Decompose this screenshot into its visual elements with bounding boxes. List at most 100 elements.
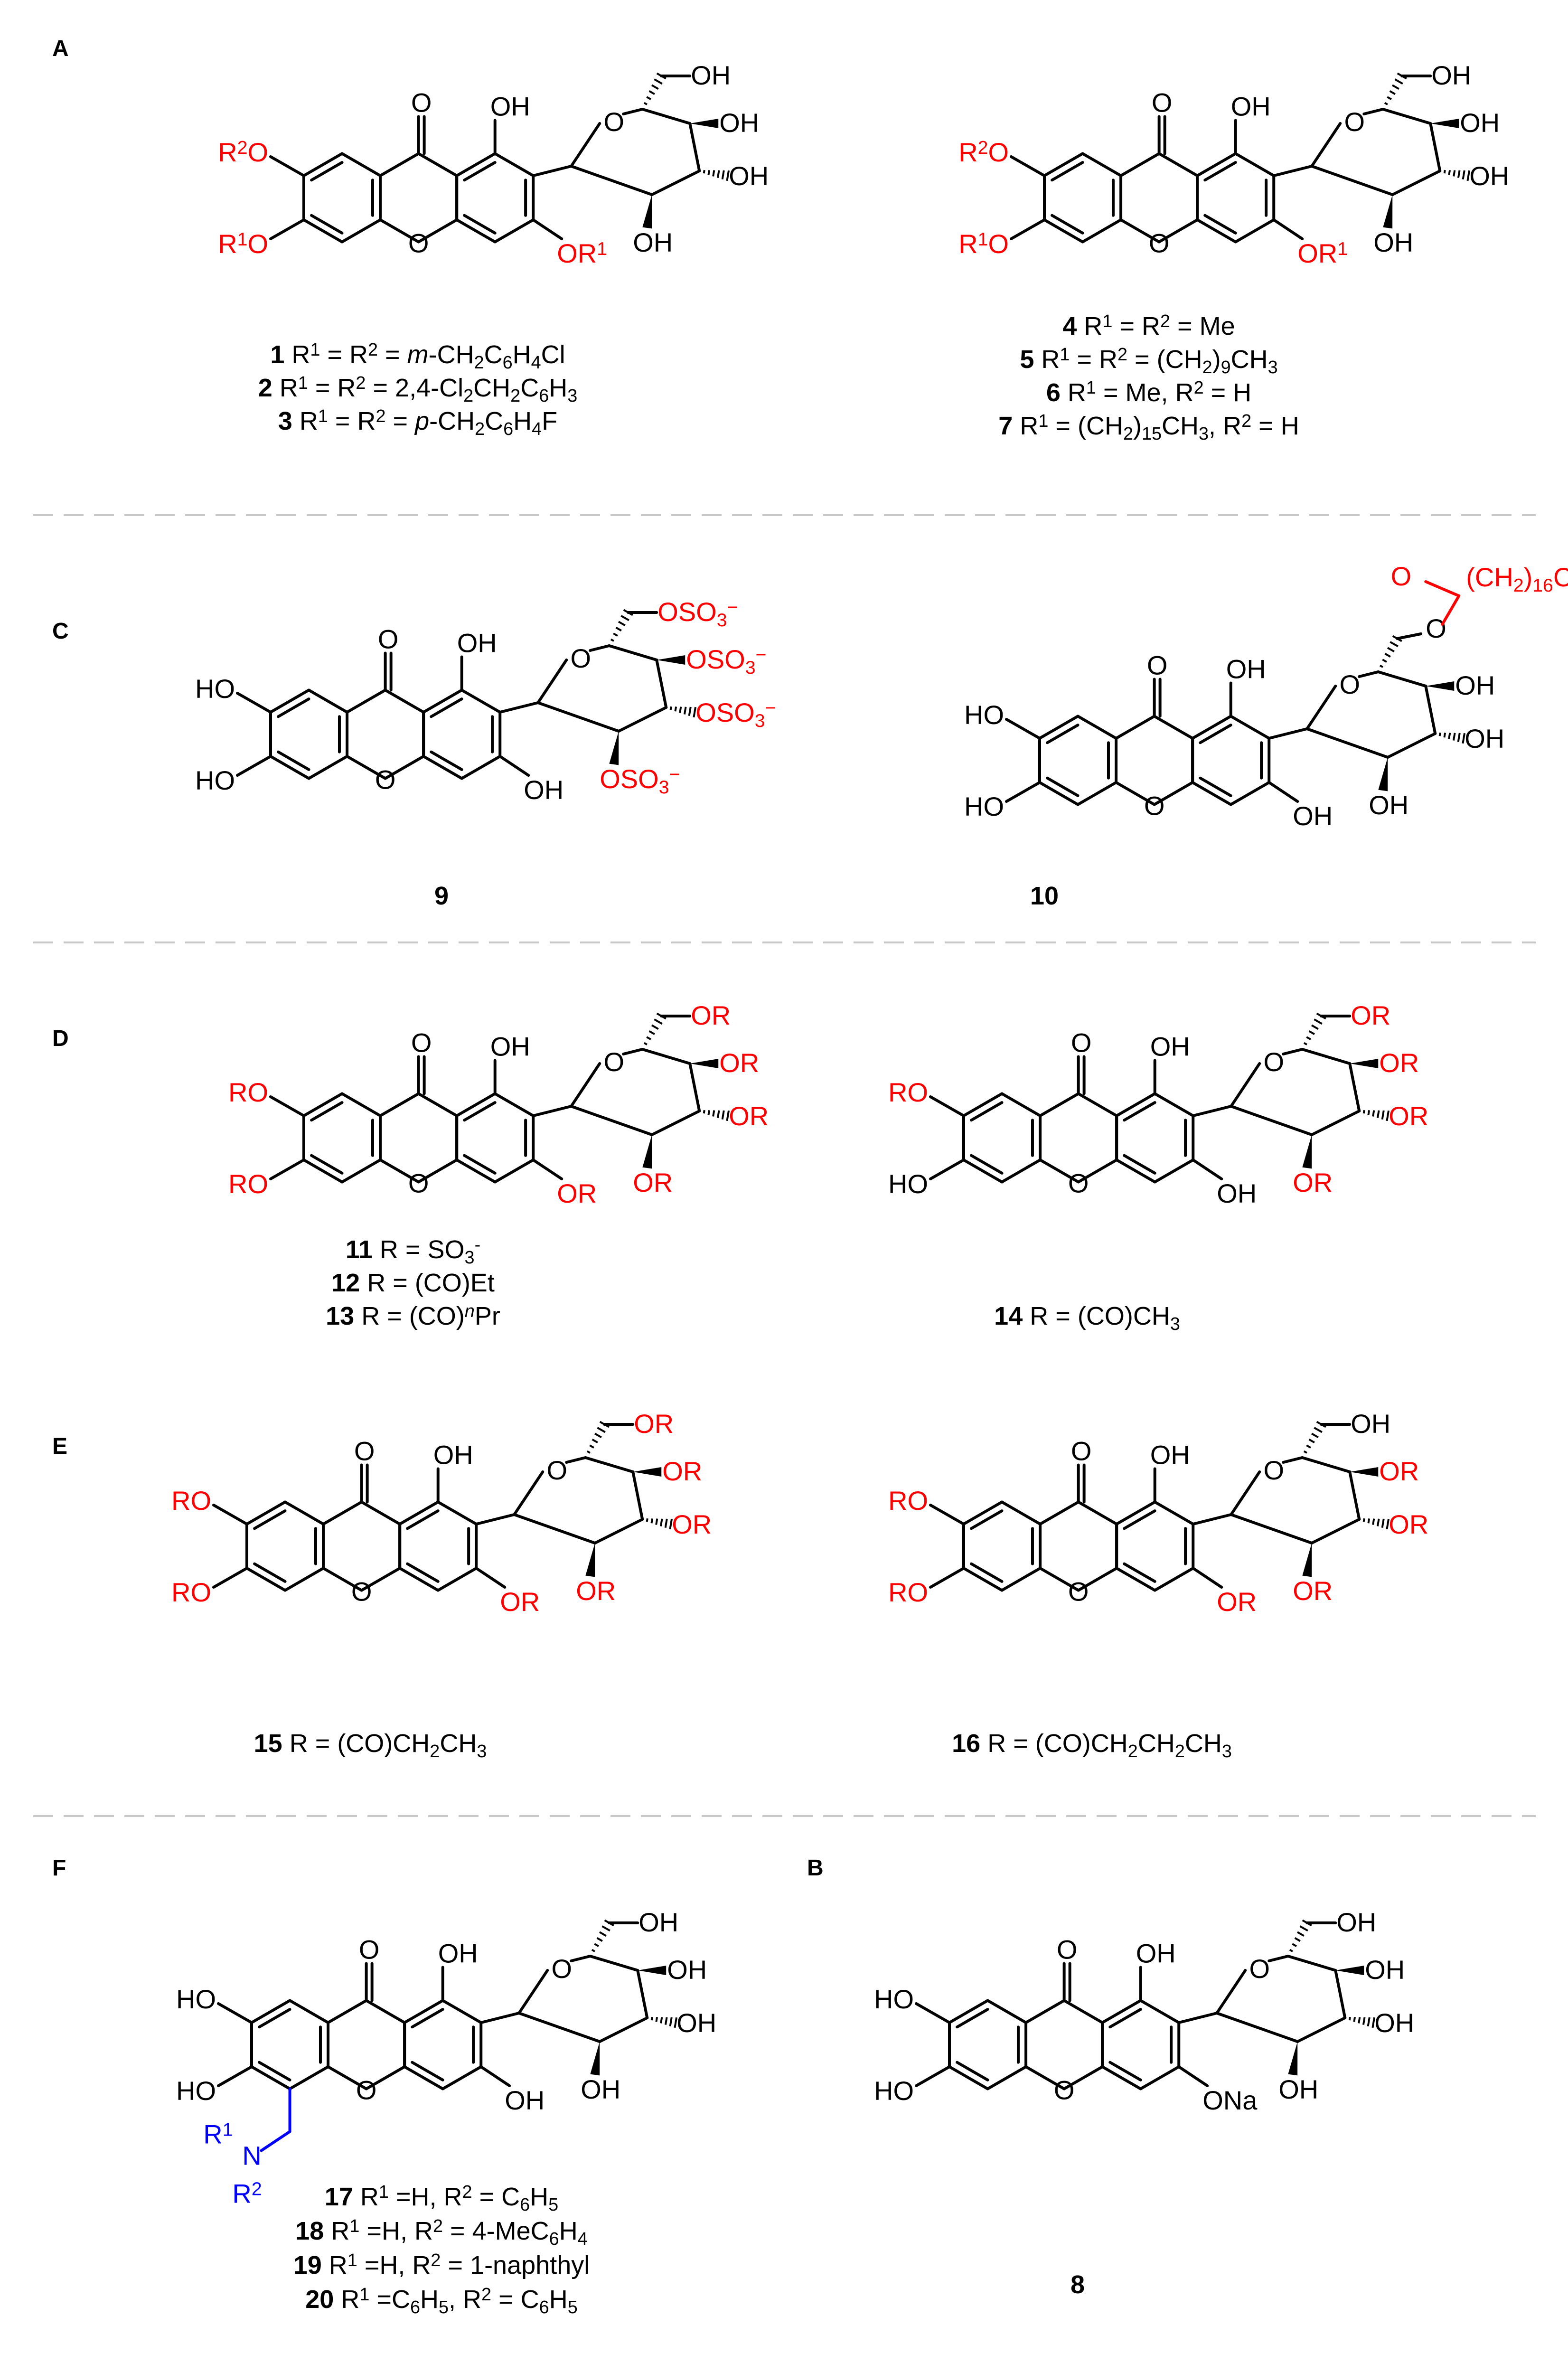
caption-part: = xyxy=(498,2285,514,2314)
formula-part: O xyxy=(408,228,429,258)
bond xyxy=(436,1500,478,1525)
formula-part: O xyxy=(247,229,268,259)
bond xyxy=(1039,1092,1080,1117)
hash-bond-segment xyxy=(650,1518,654,1524)
caption-part xyxy=(408,407,415,435)
bond xyxy=(1043,152,1084,177)
formula-part: O xyxy=(672,1509,693,1539)
bond xyxy=(1000,1567,1042,1592)
sugar-c4-label: OR xyxy=(662,1456,702,1486)
bond xyxy=(417,218,459,244)
ring-oxygen: O xyxy=(1068,1168,1089,1198)
aromatic-inner-bond xyxy=(463,214,497,235)
caption-part: C xyxy=(1086,412,1105,440)
caption-part: p xyxy=(414,407,429,435)
substituent-c3: OR xyxy=(557,1178,597,1208)
formula-part: H xyxy=(1490,161,1509,191)
substituent-c6: HO xyxy=(874,2076,914,2106)
formula-part: R xyxy=(654,1168,673,1197)
wedge-bond xyxy=(1335,1966,1364,1975)
caption-part: 3 xyxy=(1268,358,1278,377)
formula-part: H xyxy=(176,2076,195,2106)
caption-part: M xyxy=(495,2217,516,2245)
bond xyxy=(340,218,382,244)
bond xyxy=(513,1470,545,1516)
bond xyxy=(498,701,540,714)
caption-part: R xyxy=(361,1302,380,1330)
formula-part: H xyxy=(740,108,759,138)
caption-part: 2 xyxy=(1241,411,1251,431)
hash-bond-segment xyxy=(669,2017,673,2027)
caption-part: , xyxy=(1161,378,1168,407)
hash-bond-segment xyxy=(1299,1925,1308,1932)
caption-part xyxy=(1274,412,1281,440)
bond xyxy=(455,1092,497,1117)
hash-bond-segment xyxy=(674,706,677,712)
wedge-bond xyxy=(638,1966,667,1975)
caption-part xyxy=(1127,345,1135,374)
formula-part: R xyxy=(203,2119,222,2149)
bond xyxy=(1268,727,1309,740)
bond xyxy=(340,1092,382,1117)
wedge-bond xyxy=(585,1543,595,1577)
aromatic-inner-bond xyxy=(463,1101,497,1122)
formula-part: O xyxy=(1426,613,1446,643)
formula-part: O xyxy=(247,1169,268,1199)
formula-part: H xyxy=(750,161,769,191)
hash-bond-segment xyxy=(669,1518,673,1530)
hash-bond-segment xyxy=(1394,78,1403,85)
wedge-bond xyxy=(642,195,652,229)
bond xyxy=(636,1969,649,2019)
formula-part: R xyxy=(958,229,977,259)
formula-part: O xyxy=(633,227,654,257)
bond xyxy=(986,2065,1028,2090)
hash-bond-segment xyxy=(597,1427,606,1433)
bond xyxy=(570,165,654,196)
caption-part: 3 xyxy=(465,1248,475,1268)
sugar-c3-label: OH xyxy=(676,2008,716,2038)
bond xyxy=(269,1158,305,1180)
caption-part xyxy=(1226,378,1233,407)
bond xyxy=(1101,1999,1142,2024)
bond xyxy=(1062,1999,1104,2024)
caption-part: ( xyxy=(1078,1302,1086,1330)
sugar-c4-label: OSO3− xyxy=(686,644,766,678)
compound-space xyxy=(324,2217,331,2245)
formula-part: 1 xyxy=(223,2119,233,2140)
ring-oxygen: O xyxy=(351,1577,372,1607)
formula-part: O xyxy=(988,137,1009,167)
caption-part: ) xyxy=(1133,412,1142,440)
carbonyl-oxygen: O xyxy=(411,88,432,118)
formula-part: H xyxy=(659,1907,678,1937)
formula-part: R xyxy=(1400,1456,1419,1486)
formula-part: O xyxy=(893,2076,914,2106)
formula-part: H xyxy=(1452,60,1471,90)
formula-part: O xyxy=(1389,1101,1409,1131)
formula-part: O xyxy=(988,229,1009,259)
caption-part xyxy=(456,2285,463,2314)
bond xyxy=(1310,122,1342,168)
caption-part xyxy=(1092,345,1099,374)
caption-part: H xyxy=(456,340,474,369)
amine-bond xyxy=(260,2130,291,2152)
bond xyxy=(269,688,310,714)
formula-part: O xyxy=(1217,1587,1238,1617)
caption-part: H xyxy=(549,374,567,402)
formula-part: 1 xyxy=(597,239,607,259)
bond xyxy=(436,1567,478,1592)
caption-part: = xyxy=(1055,1302,1070,1330)
formula-part: R xyxy=(597,1576,616,1606)
formula-part: R xyxy=(228,1077,247,1107)
compound-number: 20 xyxy=(305,2285,334,2314)
hash-bond-segment xyxy=(601,1925,610,1932)
formula-part: H xyxy=(601,2074,620,2104)
bond xyxy=(1192,1567,1223,1589)
formula-part: H xyxy=(697,2008,716,2038)
bond xyxy=(1191,715,1232,740)
substituent-c6: HO xyxy=(964,791,1004,821)
caption-part: l xyxy=(458,374,463,402)
substituent-c7: RO xyxy=(888,1077,928,1107)
bond xyxy=(929,1567,965,1589)
aromatic-inner-bond xyxy=(277,750,310,771)
